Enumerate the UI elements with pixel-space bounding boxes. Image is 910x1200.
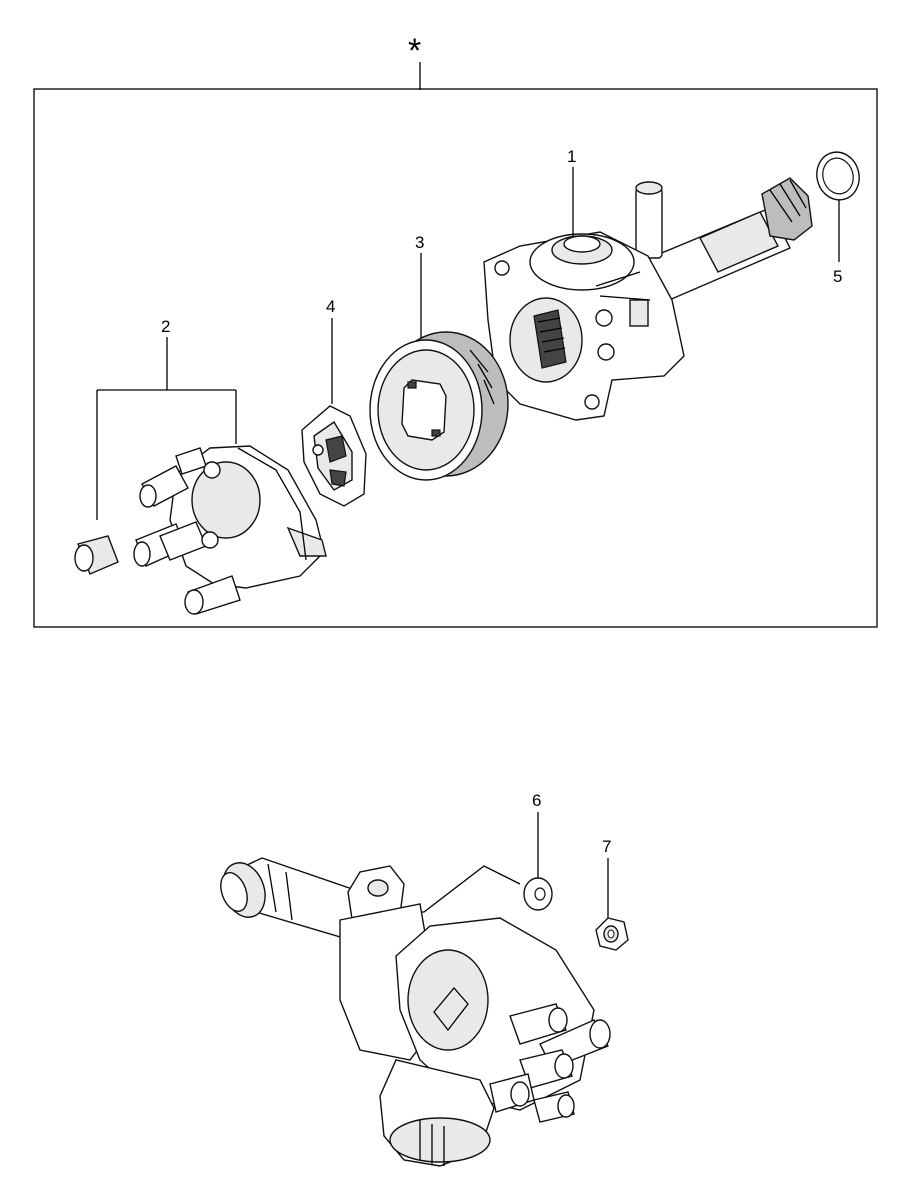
part-4-rotor[interactable] bbox=[301, 405, 367, 507]
part-7-nut[interactable] bbox=[595, 917, 629, 951]
callout-7: 7 bbox=[602, 837, 611, 856]
part-1-distributor-housing[interactable] bbox=[483, 177, 813, 421]
part-3-dust-cover[interactable] bbox=[369, 331, 509, 481]
callout-4: 4 bbox=[326, 297, 335, 316]
part-5-o-ring[interactable] bbox=[812, 147, 865, 204]
part-2-carbon-brush[interactable] bbox=[74, 535, 119, 575]
callout-1: 1 bbox=[567, 147, 576, 166]
assembly-marker: * bbox=[408, 32, 421, 70]
callout-2: 2 bbox=[161, 317, 170, 336]
part-2-distributor-cap[interactable] bbox=[133, 445, 327, 615]
leader-2 bbox=[96, 337, 237, 520]
part-6-washer[interactable] bbox=[523, 877, 553, 911]
assembled-distributor bbox=[220, 857, 611, 1167]
callout-3: 3 bbox=[415, 233, 424, 252]
callout-6: 6 bbox=[532, 791, 541, 810]
callout-5: 5 bbox=[833, 267, 842, 286]
assembly-frame bbox=[33, 88, 878, 628]
